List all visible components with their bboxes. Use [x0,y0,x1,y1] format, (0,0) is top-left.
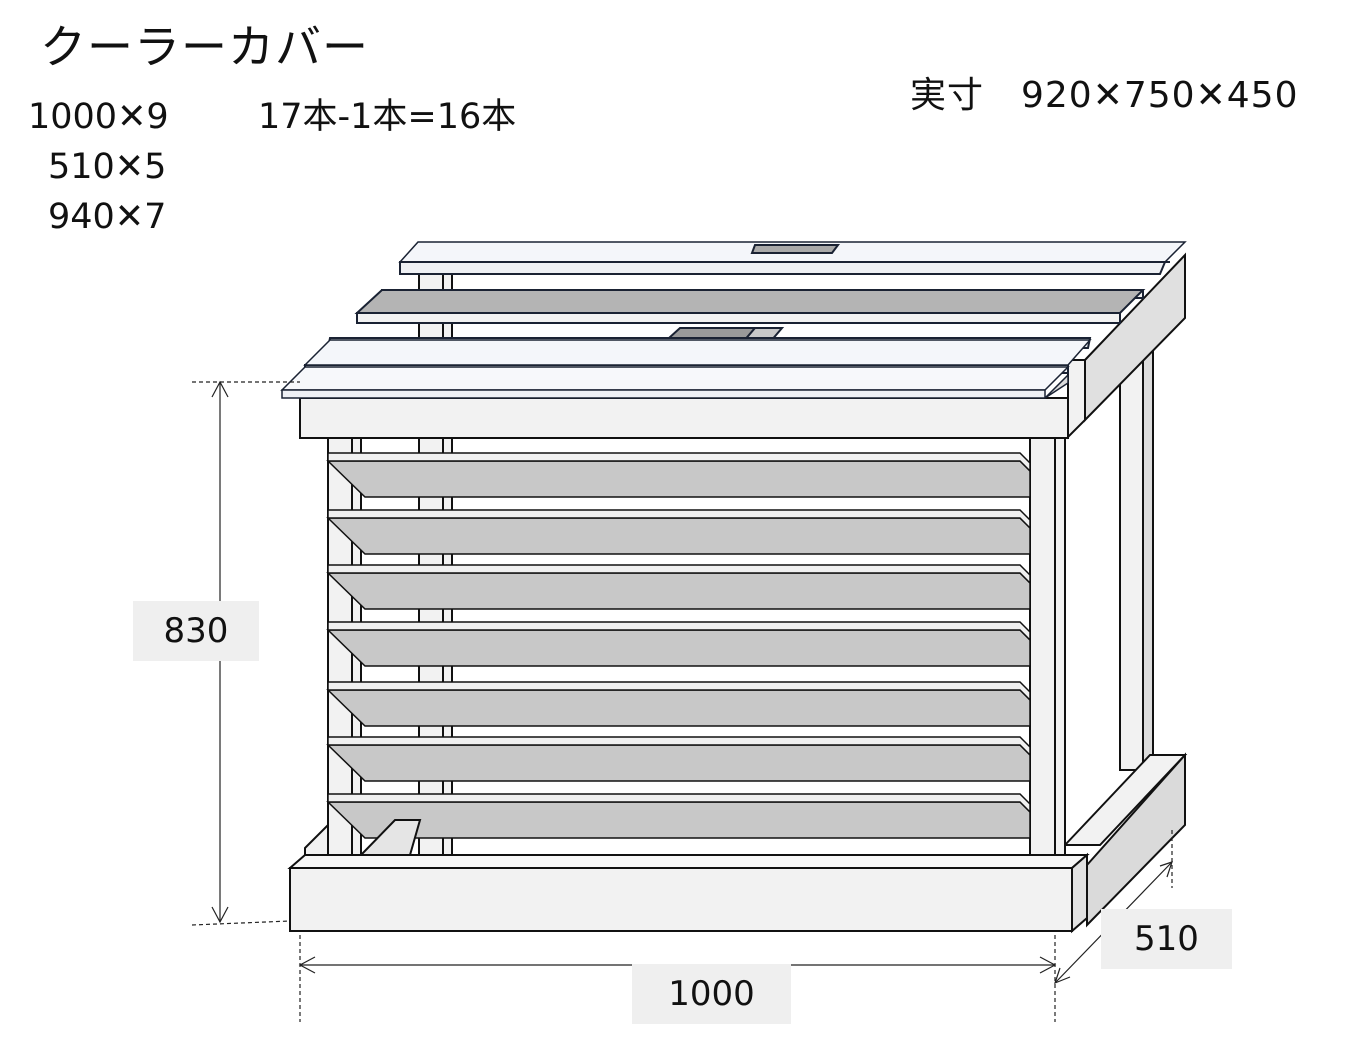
parts-list-item: 510✕5 [48,147,167,187]
louver-slat [326,793,1031,839]
board-count-note: 17本-1本=16本 [258,97,517,137]
louver-slat [326,681,1031,727]
louver-slat [326,564,1031,610]
page-title: クーラーカバー [40,20,369,74]
roof-slats [280,241,1187,399]
parts-list-item: 940✕7 [48,197,167,237]
top-front-beam [299,397,1069,439]
height-dimension-label: 830 [133,601,259,661]
parts-list-item: 1000✕9 [28,97,169,137]
back-right-post [1119,317,1154,773]
louver-slat [326,509,1031,555]
louver-slat [326,452,1031,498]
depth-dimension-label: 510 [1101,909,1232,969]
bottom-front-beam [287,852,1090,934]
actual-size-label: 実寸 920✕750✕450 [910,75,1299,116]
louver-slat [326,621,1031,667]
louver-slat [326,736,1031,782]
louver-slats [326,452,1031,839]
front-right-post [1029,437,1066,856]
width-dimension-label: 1000 [632,964,791,1024]
